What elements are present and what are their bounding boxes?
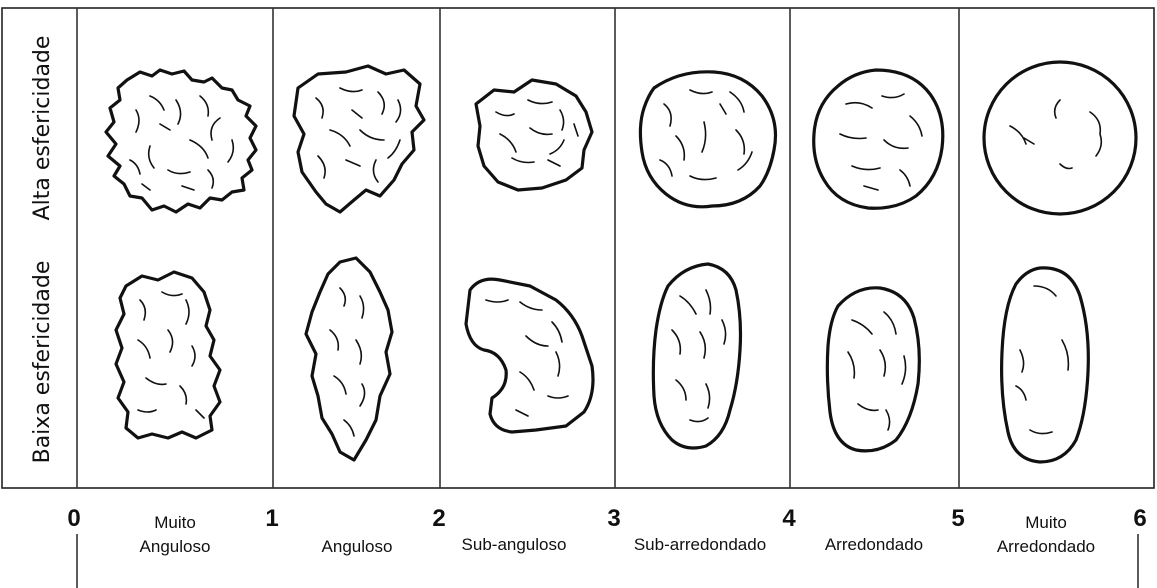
category-label-angular: Anguloso (322, 537, 393, 556)
scale-number-5: 5 (951, 505, 964, 532)
category-label-very-rounded-line2: Arredondado (997, 537, 1095, 556)
scale-number-0: 0 (67, 505, 80, 532)
grain-subrounded-high-sphericity (640, 72, 775, 207)
scale-number-2: 2 (432, 505, 445, 532)
grain-subrounded-low-sphericity (653, 264, 740, 448)
category-label-very-angular-line1: Muito (154, 513, 196, 532)
grain-angular-low-sphericity (306, 258, 392, 460)
grain-rounded-low-sphericity (827, 288, 919, 451)
grain-very-rounded-low-sphericity (1002, 268, 1089, 462)
row-label-low-sphericity: Baixa esfericidade (30, 261, 55, 464)
category-label-very-angular-line2: Anguloso (140, 537, 211, 556)
grain-very-angular-low-sphericity (116, 272, 220, 438)
row-label-high-sphericity: Alta esfericidade (30, 36, 55, 221)
scale-number-3: 3 (607, 505, 620, 532)
scale-number-6: 6 (1133, 505, 1146, 532)
grain-very-rounded-high-sphericity (984, 62, 1136, 214)
category-label-very-rounded-line1: Muito (1025, 513, 1067, 532)
category-label-subrounded: Sub-arredondado (634, 535, 766, 554)
grain-subangular-high-sphericity (476, 80, 592, 190)
grain-very-angular-high-sphericity (106, 70, 256, 212)
grain-angular-high-sphericity (294, 66, 424, 212)
scale-number-1: 1 (265, 505, 278, 532)
category-label-rounded: Arredondado (825, 535, 923, 554)
grain-rounded-high-sphericity (814, 70, 943, 208)
grain-subangular-low-sphericity (466, 279, 593, 432)
category-label-subangular: Sub-anguloso (462, 535, 567, 554)
scale-number-4: 4 (782, 505, 796, 532)
